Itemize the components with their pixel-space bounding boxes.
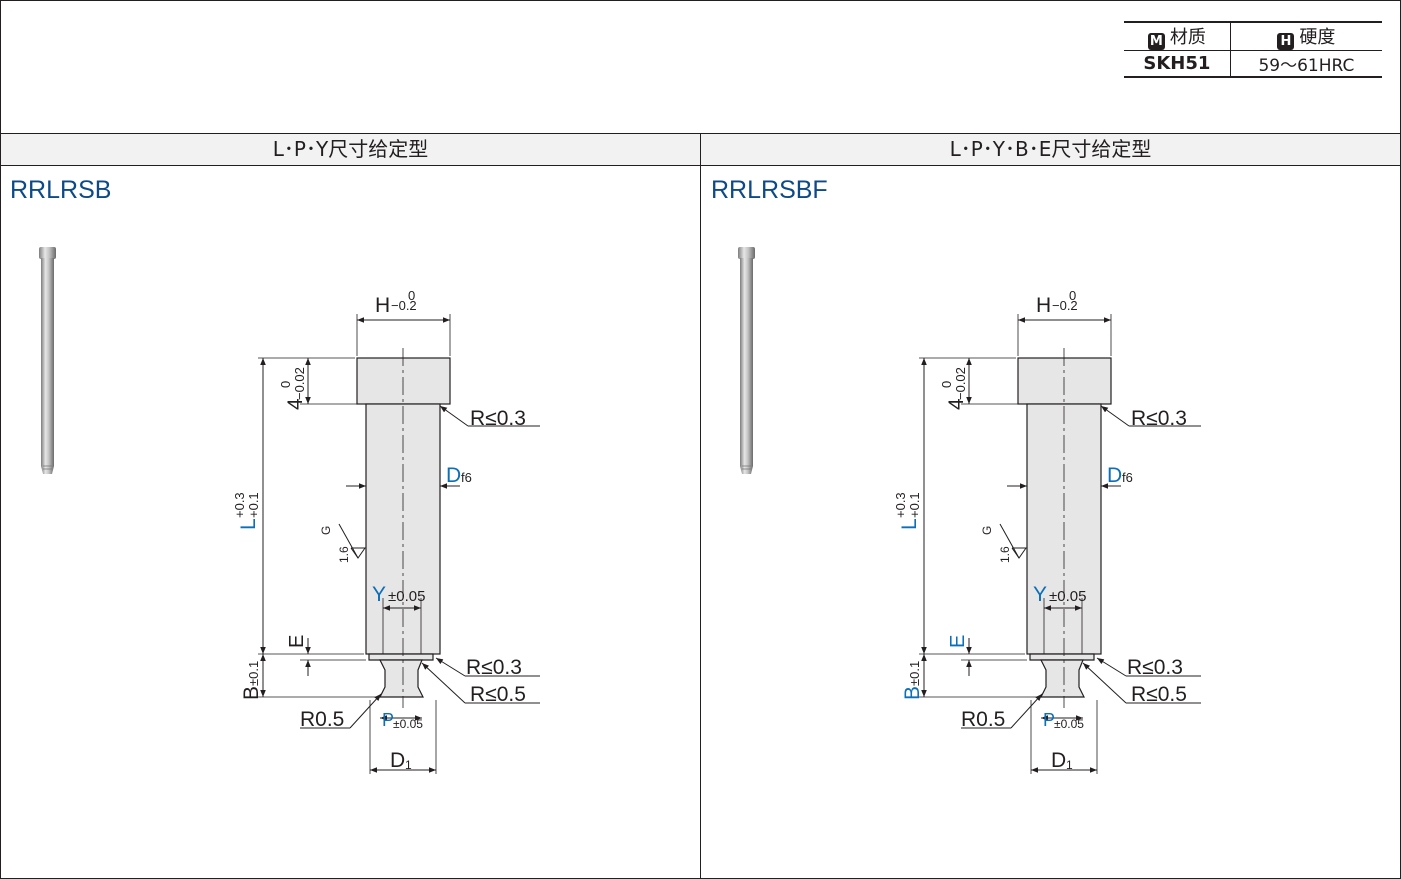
fillet-r2: R≤0.3 [466, 656, 522, 679]
pin-photo [738, 247, 755, 474]
e-label: E [947, 635, 969, 648]
fillet-r3: R≤0.5 [470, 683, 526, 706]
dimension-lines [260, 317, 540, 773]
head-label: 4 [945, 398, 968, 410]
h-tolerance-zero: 0 [1069, 288, 1076, 303]
drawing-left: H −0.2 0 R≤0.3 R≤0.3 R≤0.5 R0.5 D 1 ±0.0… [39, 247, 540, 774]
p-label: P [1043, 710, 1055, 730]
b-tolerance: ±0.1 [246, 661, 261, 686]
b-label: B [240, 686, 263, 700]
e-label: E [286, 635, 308, 648]
model-code-left: RRLRSB [10, 176, 112, 204]
d-subscript: f6 [461, 470, 472, 485]
fillet-r4: R0.5 [961, 708, 1005, 731]
head-tolerance-up: 0 [939, 381, 954, 388]
roughness-symbol-icon [999, 523, 1027, 559]
hardness-header-label: 硬度 [1299, 27, 1336, 48]
fillet-r1: R≤0.3 [1131, 407, 1187, 430]
b-label: B [901, 686, 924, 700]
panel-header-right: L･P･Y･B･E尺寸给定型 [701, 133, 1400, 166]
y-label: Y [372, 583, 386, 606]
d1-subscript: 1 [405, 758, 412, 772]
model-code-right: RRLRSBF [711, 176, 828, 204]
p-tolerance: ±0.05 [393, 717, 423, 731]
panel-header-left: L･P･Y尺寸给定型 [1, 133, 700, 166]
d1-label: D [390, 749, 405, 772]
material-badge-icon: M [1147, 33, 1165, 50]
roughness-grade: G [319, 526, 333, 535]
pin-photo [39, 247, 56, 474]
d1-subscript: 1 [1066, 758, 1073, 772]
panel-divider [700, 133, 701, 878]
l-tolerance-low: +0.1 [246, 492, 261, 518]
l-label: L [898, 518, 921, 530]
head-label: 4 [284, 398, 307, 410]
drawing-right: H −0.2 0 R≤0.3 R≤0.3 R≤0.5 R0.5 D 1 ±0.0… [738, 247, 1201, 774]
fillet-r4: R0.5 [300, 708, 344, 731]
y-tolerance: ±0.05 [388, 588, 425, 605]
d-subscript: f6 [1122, 470, 1133, 485]
head-tolerance-low: −0.02 [953, 367, 968, 400]
h-tolerance-zero: 0 [408, 288, 415, 303]
l-tolerance-up: +0.3 [893, 492, 908, 518]
p-label: P [382, 710, 394, 730]
d-label: D [446, 464, 461, 487]
l-tolerance-low: +0.1 [907, 492, 922, 518]
y-tolerance: ±0.05 [1049, 588, 1086, 605]
roughness-value: 1.6 [998, 546, 1012, 563]
hardness-badge-icon: H [1277, 33, 1295, 50]
material-header-label: 材质 [1169, 27, 1206, 48]
fillet-r3: R≤0.5 [1131, 683, 1187, 706]
d1-label: D [1051, 749, 1066, 772]
dimension-lines [921, 317, 1201, 773]
roughness-value: 1.6 [337, 546, 351, 563]
roughness-grade: G [980, 526, 994, 535]
head-tolerance-up: 0 [278, 381, 293, 388]
y-label: Y [1033, 583, 1047, 606]
pin-outline [1017, 357, 1112, 698]
h-label: H [1036, 294, 1051, 317]
l-label: L [237, 518, 260, 530]
h-label: H [375, 294, 390, 317]
material-table-value-row: SKH51 59～61HRC [1124, 50, 1382, 78]
h-tolerance-minus: −0.2 [391, 298, 417, 313]
fillet-r2: R≤0.3 [1127, 656, 1183, 679]
p-tolerance: ±0.05 [1054, 717, 1084, 731]
pin-outline [356, 357, 451, 698]
l-tolerance-up: +0.3 [232, 492, 247, 518]
hardness-value: 59～61HRC [1229, 50, 1382, 78]
roughness-symbol-icon [338, 523, 366, 559]
d-label: D [1107, 464, 1122, 487]
b-tolerance: ±0.1 [907, 661, 922, 686]
fillet-r1: R≤0.3 [470, 407, 526, 430]
head-tolerance-low: −0.02 [292, 367, 307, 400]
h-tolerance-minus: −0.2 [1052, 298, 1078, 313]
material-value: SKH51 [1124, 50, 1231, 78]
